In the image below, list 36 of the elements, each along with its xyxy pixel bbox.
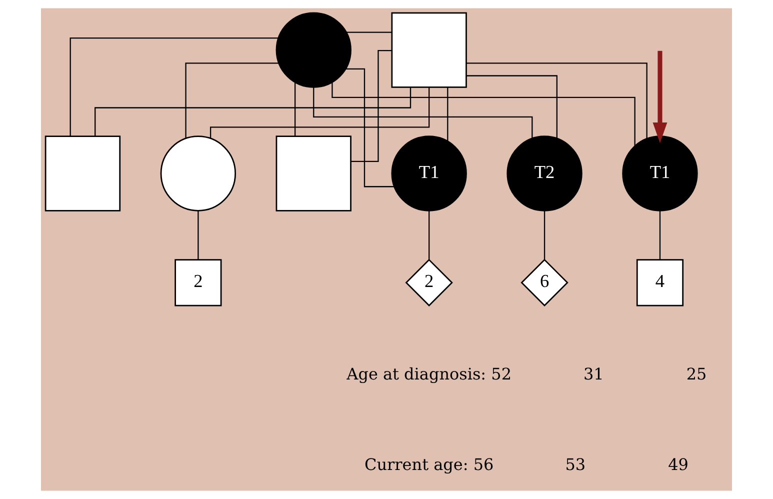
label: Age at diagnosis: 52 [346, 364, 512, 384]
connector [198, 210, 199, 260]
node-circle [160, 136, 236, 212]
label: Current age: 56 [364, 454, 494, 474]
node-circle: T1 [391, 136, 467, 212]
connector [294, 82, 296, 136]
node-box: 4 [636, 259, 684, 306]
label: 25 [686, 364, 707, 384]
node-circle [276, 12, 352, 88]
label: 31 [584, 364, 604, 384]
connector [210, 87, 430, 138]
connector [332, 82, 636, 146]
arrow [652, 50, 668, 144]
connector [346, 32, 392, 33]
connector [428, 210, 430, 260]
node-diamond: 6 [520, 258, 568, 306]
connector [544, 210, 546, 260]
node-box: 2 [174, 259, 222, 306]
connector [185, 62, 279, 138]
connector [466, 62, 648, 139]
connector [350, 50, 392, 162]
node-circle: T1 [622, 136, 698, 212]
node-circle: T2 [506, 136, 582, 212]
connector [447, 87, 448, 142]
connector [466, 75, 558, 138]
connector [346, 68, 394, 188]
connector [313, 87, 533, 138]
connector [659, 210, 661, 260]
node-box [391, 12, 467, 88]
connector [70, 37, 278, 136]
node-box [44, 136, 121, 212]
node-diamond: 2 [405, 258, 453, 306]
connector [94, 87, 412, 136]
label: 53 [565, 454, 586, 474]
label: 49 [668, 454, 688, 474]
node-box [276, 136, 352, 212]
